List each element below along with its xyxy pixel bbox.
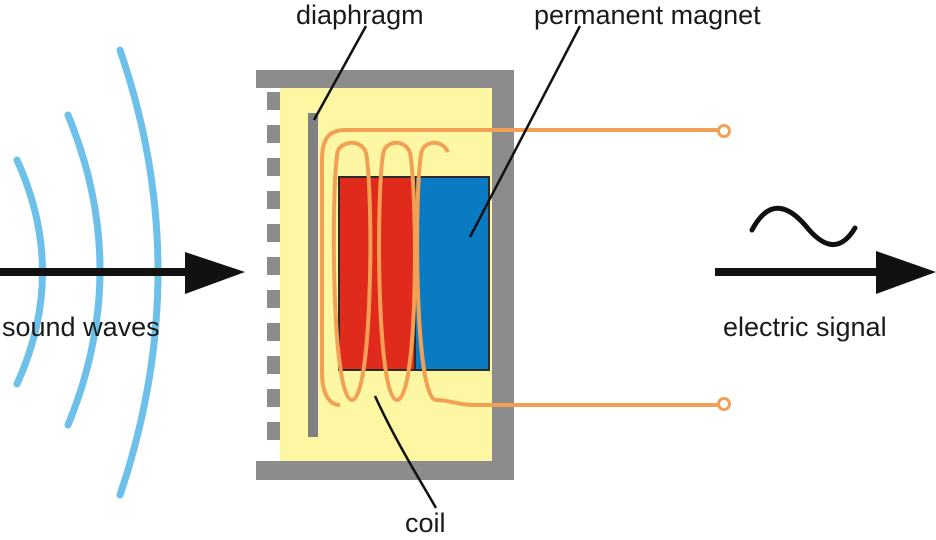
terminal-top-icon: [717, 124, 731, 138]
diaphragm-leader: [312, 25, 368, 121]
signal-arrow: [715, 251, 936, 294]
permanent-magnet-label: permanent magnet: [534, 0, 761, 30]
terminal-bottom-icon: [717, 397, 731, 411]
signal-arrow-head: [876, 251, 936, 294]
ac-sine-wave-icon: [749, 205, 858, 248]
magnet-south-pole: [414, 176, 490, 371]
coil-turn-2: [377, 149, 417, 403]
coil-top-lead: [320, 128, 720, 407]
coil-leader: [373, 395, 438, 509]
sound-arrow-head: [185, 252, 245, 294]
magnet-north-pole: [338, 176, 416, 371]
leader-lines: [312, 25, 582, 509]
sound-arrow: [0, 252, 245, 294]
coil: [320, 128, 720, 407]
grille: [267, 92, 280, 440]
diaphragm-label: diaphragm: [296, 0, 424, 30]
coil-turn-3: [415, 149, 720, 407]
sound-waves-label: sound waves: [2, 312, 160, 342]
electric-signal-label: electric signal: [723, 312, 887, 342]
coil-back: [336, 140, 450, 154]
coil-turn-1: [331, 149, 373, 403]
magnet-leader: [468, 25, 582, 238]
diaphragm: [308, 113, 318, 437]
coil-label: coil: [405, 508, 446, 538]
